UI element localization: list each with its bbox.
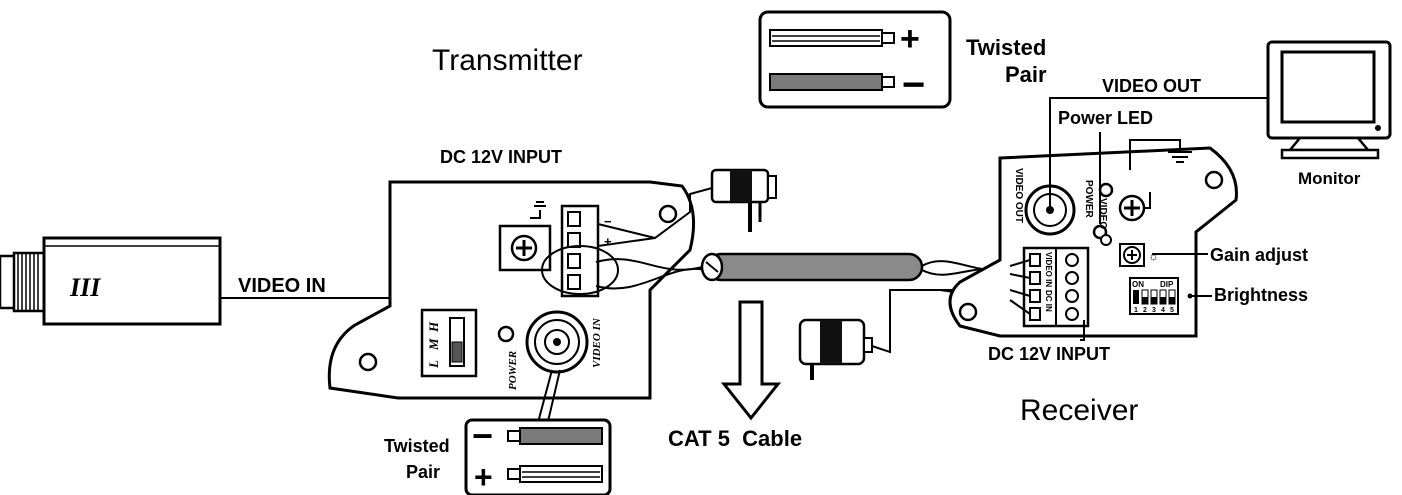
gain-adjust-label: Gain adjust: [1210, 245, 1308, 265]
dip-num-3: 3: [1152, 307, 1156, 314]
power-adapter-top: [710, 168, 777, 232]
rx-video-out-label: VIDEO OUT: [1013, 168, 1024, 223]
switch-label-m: M: [426, 338, 441, 351]
monitor-icon: [1266, 40, 1392, 160]
twisted-pair-inset-top: + −: [758, 10, 952, 109]
dip-num-1: 1: [1134, 307, 1138, 314]
dip-num-4: 4: [1161, 307, 1165, 314]
minus-sign-top: −: [902, 63, 925, 107]
rx-power-label: POWER: [1083, 180, 1094, 219]
plus-sign-bottom: +: [474, 459, 493, 495]
brightness-label: Brightness: [1214, 285, 1308, 305]
receiver-title: Receiver: [1020, 394, 1138, 427]
camera: III: [0, 236, 222, 326]
plus-sign-top: +: [900, 20, 920, 58]
tx-power-label: POWER: [507, 351, 519, 390]
dip-on-label: ON: [1132, 280, 1144, 289]
switch-label-l: L: [426, 360, 441, 369]
rx-video-label: VIDEO: [1097, 198, 1108, 229]
video-out-label: VIDEO OUT: [1102, 76, 1201, 96]
minus-sign-bottom: −: [472, 415, 493, 456]
down-arrow-icon: [720, 300, 782, 421]
svg-text:+: +: [604, 234, 612, 249]
dip-num-5: 5: [1170, 307, 1174, 314]
dip-num-2: 2: [1143, 307, 1147, 314]
twisted-pair-bottom-label-2: Pair: [406, 462, 440, 482]
twisted-pair-inset-bottom: − +: [464, 415, 612, 495]
svg-text:☼: ☼: [1148, 249, 1159, 263]
dc-input-label-top: DC 12V INPUT: [440, 147, 562, 167]
svg-text:−: −: [604, 214, 612, 229]
rx-terminal-dc-in: DC IN: [1044, 290, 1053, 312]
twisted-pair-top-label-2: Pair: [1005, 62, 1047, 87]
camera-brand: III: [69, 273, 101, 302]
tx-video-in-label: VIDEO IN: [591, 317, 603, 368]
rx-terminal-video-in: VIDEO IN: [1044, 252, 1053, 287]
monitor-label: Monitor: [1298, 169, 1361, 188]
dip-label: DIP: [1160, 280, 1174, 289]
power-adapter-bottom: [798, 318, 873, 380]
receiver-unit: VIDEO OUT POWER VIDEO ☼ VIDEO IN DC IN O…: [948, 146, 1238, 338]
cat5-cable: [595, 252, 1011, 290]
switch-label-h: H: [426, 321, 441, 333]
twisted-pair-bottom-label-1: Twisted: [384, 436, 450, 456]
dc-input-label-bottom: DC 12V INPUT: [988, 344, 1110, 364]
twisted-pair-top-label-1: Twisted: [966, 35, 1046, 60]
video-in-label: VIDEO IN: [238, 275, 326, 297]
transmitter-unit: − + L M H POWER VIDEO IN: [327, 180, 696, 400]
transmitter-title: Transmitter: [432, 44, 583, 77]
power-led-label: Power LED: [1058, 108, 1153, 128]
cat5-label: CAT 5 Cable: [668, 426, 802, 451]
